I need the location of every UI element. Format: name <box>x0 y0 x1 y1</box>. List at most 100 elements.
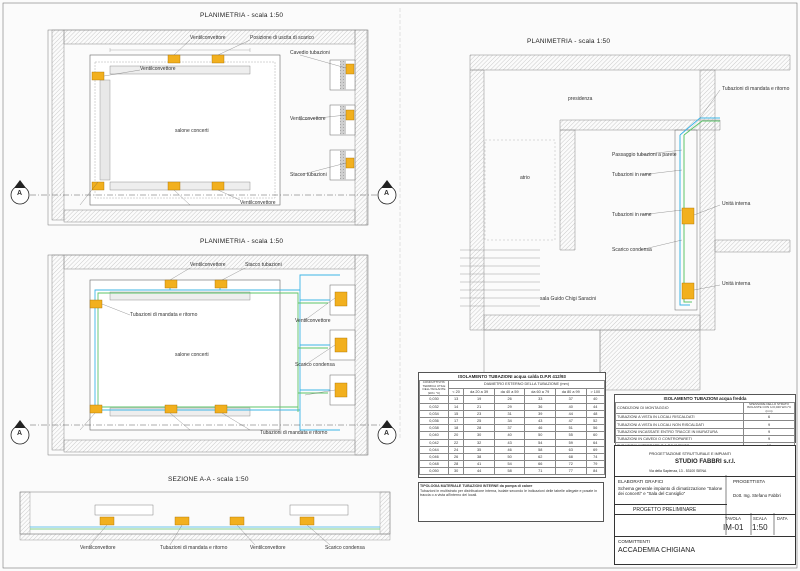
table-cell: 58 <box>524 445 556 454</box>
notes-title: TIPOLOGIA MATERIALE TUBAZIONI INTERNE da… <box>420 484 533 488</box>
room-label: sala Guido Chigi Saracini <box>540 296 597 302</box>
table-cell: 43 <box>493 438 526 447</box>
table-cell: 40 <box>555 402 587 411</box>
table-cell: 26 <box>447 452 465 462</box>
title-block-scala-label: SCALA <box>753 516 767 521</box>
callout: Passaggio tubazioni a parete <box>612 152 677 158</box>
table-cell: 47 <box>555 416 587 426</box>
table-cell: 44 <box>555 409 587 418</box>
table-cell: 30 <box>447 467 465 476</box>
callout: Unità interna <box>722 201 751 207</box>
title-block: PROGETTAZIONE STRUTTURALE E IMPIANTI STU… <box>614 445 796 565</box>
table-cell: 54 <box>493 460 526 469</box>
table-cell: 79 <box>585 460 606 469</box>
table-cell: 54 <box>524 438 556 447</box>
callout: Scarico condensa <box>295 362 335 368</box>
callout: Ventilconvettore <box>240 200 276 206</box>
callout: Ventilconvettore <box>290 116 326 122</box>
table-cell: 0,034 <box>419 409 449 418</box>
table-cell: 59 <box>555 438 587 447</box>
title-block-address: Via della Sapienza, 13 - 53100 SIENA <box>649 469 707 473</box>
plan-bottom-left <box>30 254 380 456</box>
table-cell: 50 <box>524 431 556 440</box>
table-cell: 68 <box>555 452 587 462</box>
table-cell: 26 <box>493 395 526 404</box>
table-cell: 23 <box>463 409 495 418</box>
table-cell: 40 <box>493 431 526 440</box>
table-cell: 46 <box>524 424 556 433</box>
room-label: presidenza <box>568 96 593 102</box>
title-block-studio: STUDIO FABBRI s.r.l. <box>675 459 736 465</box>
callout: Ventilconvettore <box>295 318 331 324</box>
callout: Tubazioni di mandata e ritorno <box>722 86 790 92</box>
table-cell: 20 <box>447 431 465 440</box>
table-cell: 72 <box>555 460 587 469</box>
table-cell: 56 <box>585 424 606 433</box>
table-cell: 63 <box>555 445 587 454</box>
table-cell: 13 <box>447 395 465 404</box>
table-cell: 24 <box>447 445 465 454</box>
title-block-tavola-label: TAVOLA <box>725 516 741 521</box>
table-cell: 44 <box>463 467 495 476</box>
table-header-diameter: da 20 a 39 <box>463 387 495 397</box>
table-cell: 46 <box>493 445 526 454</box>
table-caption: ISOLAMENTO TUBAZIONI acqua fredda <box>663 396 747 401</box>
section-a-a <box>19 491 391 546</box>
table-cell: 37 <box>493 424 526 433</box>
table-cell: 71 <box>524 467 556 476</box>
table-cell: 9 <box>743 420 795 429</box>
table-cell: 0,040 <box>419 431 449 440</box>
table-cell: 21 <box>463 402 495 411</box>
section-markers <box>10 180 397 445</box>
table-caption: ISOLAMENTO TUBAZIONI acqua calda D.P.R 4… <box>458 374 566 379</box>
plan-right-title: PLANIMETRIA - scala 1:50 <box>527 38 611 45</box>
table-cell: 15 <box>447 409 465 418</box>
table-cell: 30 <box>463 431 495 440</box>
plan-right <box>460 54 791 391</box>
table-cell: 69 <box>585 445 606 454</box>
title-block-engineer: Dott. Ing. Stefano Fabbri <box>733 493 781 498</box>
room-label: atrio <box>520 175 530 181</box>
table-cell: 0,036 <box>419 416 449 426</box>
table-header-diameter: da 40 a 59 <box>493 387 526 397</box>
section-marker-letter: A <box>17 190 23 197</box>
section-marker-letter: A <box>17 430 23 437</box>
table-cell: 35 <box>463 445 495 454</box>
table-header-diameter: > 100 <box>585 387 606 397</box>
title-block-progettista: PROGETTISTA <box>733 479 766 484</box>
table-cell: 48 <box>585 409 606 418</box>
table-cell: 22 <box>447 438 465 447</box>
callout: Scarico condensa <box>325 545 365 551</box>
table-cell: TUBAZIONI IN CAVEDI O CONTROPARETI <box>615 434 744 443</box>
table-cell: 28 <box>463 424 495 433</box>
table-cell: 58 <box>493 467 526 476</box>
table-cell: 77 <box>555 467 587 476</box>
title-block-scala: 1:50 <box>752 523 768 532</box>
table-cell: 9 <box>743 427 795 436</box>
title-block-committenti-label: COMMITTENTI <box>618 539 650 544</box>
table-header: DIAMETRO ESTERNO DELLA TUBAZIONE (mm) <box>448 380 605 389</box>
plan-top-left <box>30 29 380 226</box>
title-block-tavola: IM-01 <box>723 523 744 532</box>
section-title: SEZIONE A-A - scala 1:50 <box>168 476 249 483</box>
table-cell: 32 <box>463 438 495 447</box>
table-cell: 14 <box>447 402 465 411</box>
table-cell: 0,038 <box>419 424 449 433</box>
table-cell: 38 <box>463 452 495 462</box>
table-cell: TUBAZIONI INCASSATE ENTRO TRACCE IN MURA… <box>615 427 744 436</box>
table-cell: 0,050 <box>419 467 449 476</box>
insulation-table-hot: ISOLAMENTO TUBAZIONI acqua calda D.P.R 4… <box>418 372 606 478</box>
section-marker-letter: A <box>384 430 390 437</box>
plan-bottom-left-title: PLANIMETRIA - scala 1:50 <box>200 238 284 245</box>
table-row: TUBAZIONI A VISTA IN LOCALI NON RISCALDA… <box>615 420 795 429</box>
section-marker-letter: A <box>384 190 390 197</box>
